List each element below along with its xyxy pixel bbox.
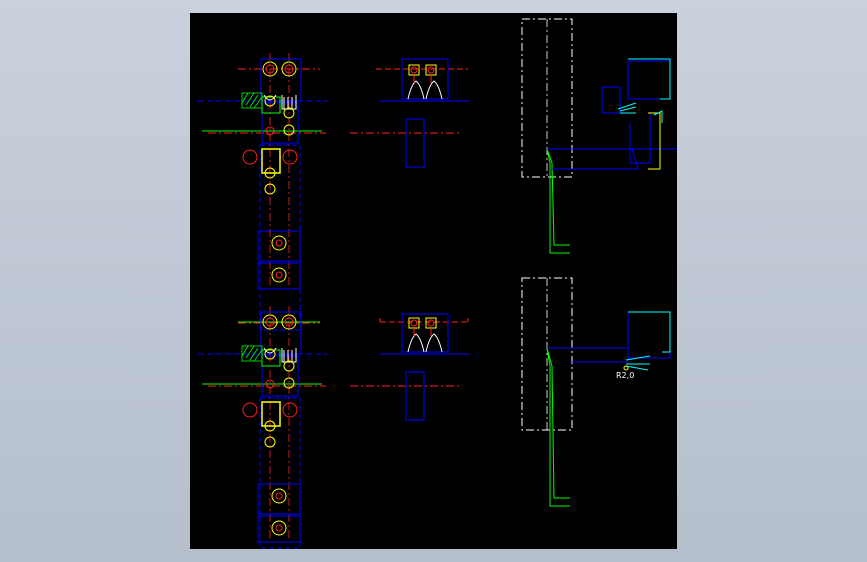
bottom-left-view <box>198 306 328 549</box>
bottom-right-view: R2,0 <box>521 277 671 507</box>
top-right-view <box>521 18 677 254</box>
dimension-label: R2,0 <box>616 371 634 380</box>
cad-drawing: R2,0 <box>198 18 677 549</box>
top-left-view <box>198 53 328 331</box>
bottom-middle-view <box>350 313 470 421</box>
top-middle-view <box>350 58 470 168</box>
cad-viewport[interactable]: R2,0 <box>190 13 677 549</box>
